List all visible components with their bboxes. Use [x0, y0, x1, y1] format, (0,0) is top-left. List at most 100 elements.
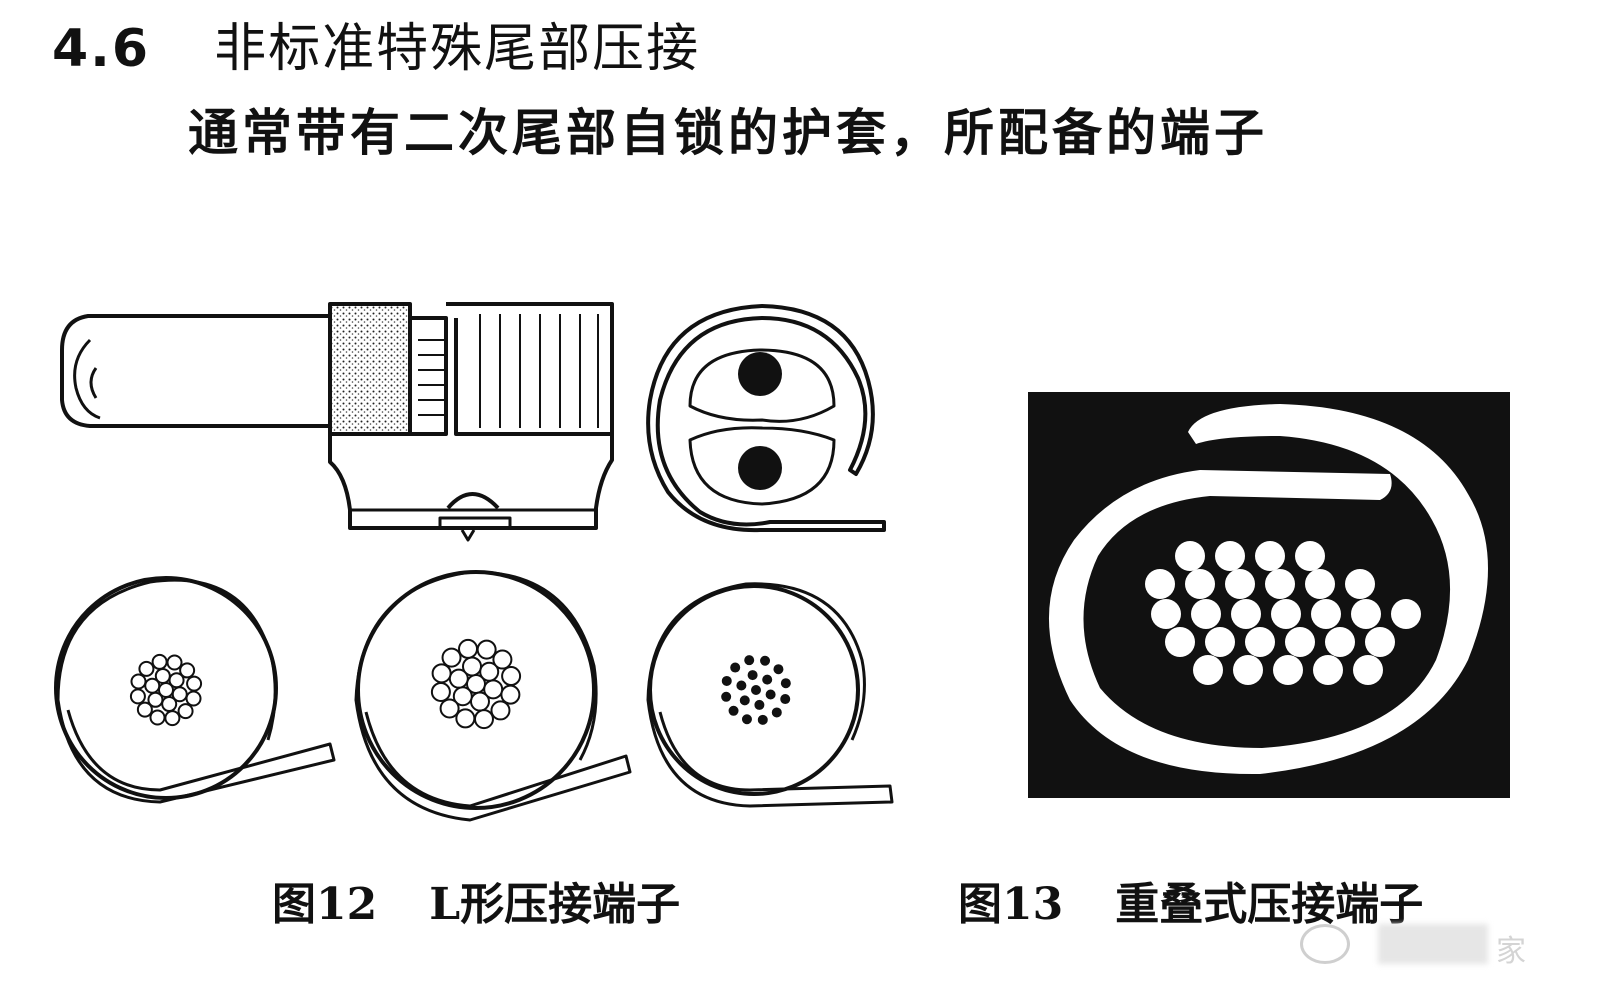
strand: [755, 712, 770, 727]
strand: [1215, 541, 1245, 571]
section-number: 4.6: [52, 19, 151, 79]
strand: [1193, 655, 1223, 685]
figure-12-l-crimp-terminal: [54, 302, 894, 822]
strand: [752, 697, 767, 712]
strand: [1185, 569, 1215, 599]
strand: [1285, 627, 1315, 657]
strand: [473, 709, 494, 730]
figure-13-overlap-crimp-terminal: [1028, 392, 1510, 798]
section-title: 非标准特殊尾部压接: [214, 19, 701, 79]
strand: [1345, 569, 1375, 599]
strand: [501, 666, 522, 687]
strand: [492, 649, 513, 670]
strand: [719, 673, 734, 688]
strand: [458, 638, 479, 659]
strand: [749, 683, 763, 697]
strand: [1311, 599, 1341, 629]
strand: [1233, 655, 1263, 685]
figure-12-caption: 图12 L形压接端子: [272, 875, 680, 935]
strand: [455, 708, 476, 729]
strand: [1165, 627, 1195, 657]
watermark: 家: [1300, 918, 1540, 970]
strand: [168, 672, 185, 689]
strand: [763, 687, 778, 702]
strand: [130, 673, 147, 690]
strand: [185, 690, 202, 707]
strand: [719, 689, 734, 704]
strand: [1391, 599, 1421, 629]
strands-bundle-2: [430, 638, 522, 730]
strand: [431, 663, 452, 684]
section-heading: 4.6 非标准特殊尾部压接: [52, 14, 700, 84]
strand: [476, 639, 497, 660]
strand: [500, 684, 521, 705]
strand: [739, 712, 754, 727]
strand: [771, 662, 786, 677]
strand: [742, 653, 757, 668]
strand: [166, 654, 183, 671]
strand: [129, 688, 146, 705]
strand: [462, 656, 483, 677]
strand: [138, 660, 155, 677]
strand: [179, 662, 196, 679]
strand: [1191, 599, 1221, 629]
wechat-icon: [1300, 924, 1350, 964]
strand: [469, 691, 490, 712]
strand: [1271, 599, 1301, 629]
strand: [1273, 655, 1303, 685]
strand: [479, 661, 500, 682]
figure-12-caption-number: 图12: [272, 879, 378, 930]
figure-13-caption-title: 重叠式压接端子: [1115, 879, 1424, 930]
strand: [430, 681, 451, 702]
strands-bundle-1: [129, 653, 203, 727]
strands-bundle-3: [719, 653, 793, 727]
double-conductor-cross-section: [646, 304, 886, 533]
strand: [1313, 655, 1343, 685]
strand: [728, 660, 743, 675]
strand: [737, 693, 752, 708]
strand: [136, 701, 153, 718]
strand: [1151, 599, 1181, 629]
watermark-blur: [1378, 924, 1488, 964]
strand: [441, 647, 462, 668]
strand: [769, 705, 784, 720]
strand: [1245, 627, 1275, 657]
strand: [149, 709, 166, 726]
strand: [745, 668, 760, 683]
figure-13-caption-number: 图13: [958, 879, 1064, 930]
strand: [778, 676, 793, 691]
upper-strand-bundle: [738, 352, 782, 396]
lower-strand-bundle: [738, 446, 782, 490]
cable-side-view: [60, 314, 330, 428]
strand: [186, 675, 203, 692]
single-cross-section-3: [646, 582, 894, 808]
watermark-text: 家: [1496, 934, 1526, 969]
figure-12-caption-title: L形压接端子: [429, 879, 681, 930]
strand: [1145, 569, 1175, 599]
strand: [778, 692, 793, 707]
strands-bundle-overlap: [1145, 541, 1421, 685]
strand: [1365, 627, 1395, 657]
body-paragraph: 通常带有二次尾部自锁的护套，所配备的端子: [188, 103, 1268, 162]
strand: [1265, 569, 1295, 599]
strand: [734, 678, 749, 693]
strand: [490, 700, 511, 721]
strand: [154, 667, 171, 684]
figure-13-caption: 图13 重叠式压接端子: [958, 875, 1423, 935]
strand: [177, 703, 194, 720]
strand: [1255, 541, 1285, 571]
strand: [151, 653, 168, 670]
crimp-barrel-side-view: [328, 302, 614, 542]
single-cross-section-2: [354, 570, 632, 822]
strand: [1175, 541, 1205, 571]
strand: [164, 710, 181, 727]
strand: [161, 696, 178, 713]
strand: [1325, 627, 1355, 657]
strand: [760, 672, 775, 687]
strand: [726, 703, 741, 718]
single-cross-section-1: [54, 576, 336, 804]
strand: [1353, 655, 1383, 685]
strand: [1225, 569, 1255, 599]
strand: [1205, 627, 1235, 657]
